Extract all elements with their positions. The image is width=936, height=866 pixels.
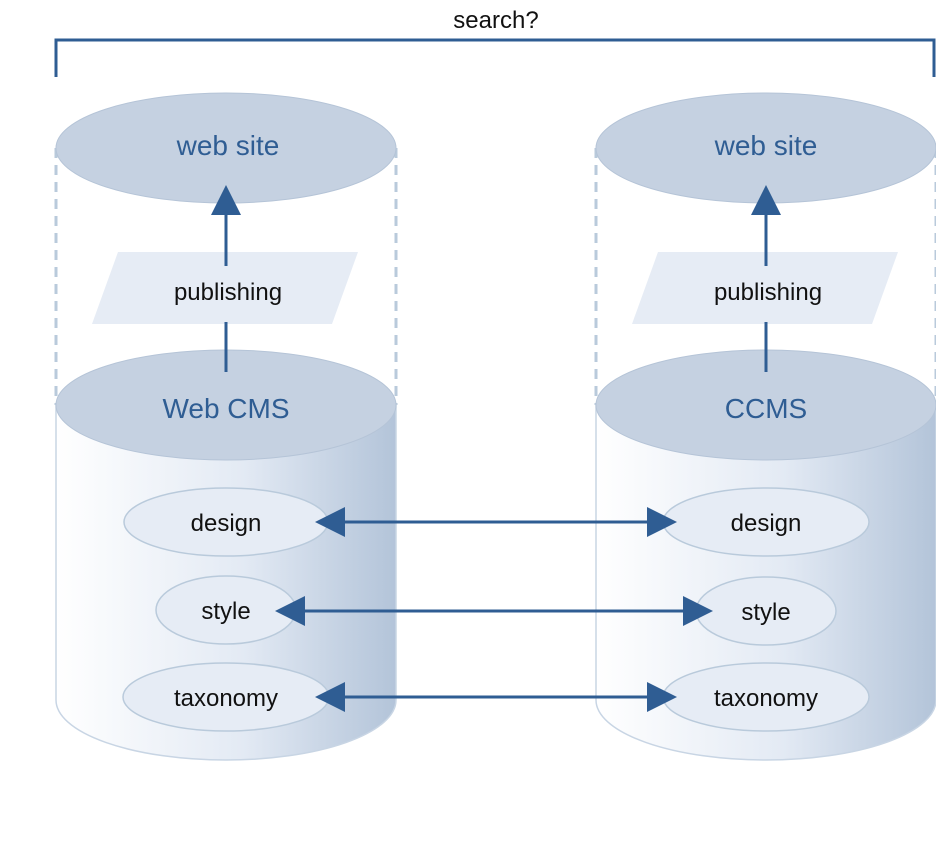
right-module-design: design	[731, 510, 802, 537]
left-website-label: web site	[176, 130, 280, 161]
left-module-style: style	[201, 598, 250, 625]
left-publishing-shape	[92, 252, 358, 324]
module-links	[275, 507, 713, 712]
left-publishing-label: publishing	[174, 279, 282, 306]
left-module-taxonomy: taxonomy	[174, 685, 278, 712]
left-stack	[54, 92, 398, 761]
right-module-style: style	[741, 599, 790, 626]
right-module-taxonomy: taxonomy	[714, 685, 818, 712]
search-bracket	[54, 38, 936, 77]
search-label: search?	[453, 7, 538, 34]
right-stack	[594, 92, 936, 761]
left-repository-label: Web CMS	[162, 393, 289, 424]
right-repository-label: CCMS	[725, 393, 807, 424]
right-publishing-shape	[632, 252, 898, 324]
right-website-label: web site	[714, 130, 818, 161]
right-publishing-label: publishing	[714, 279, 822, 306]
left-module-design: design	[191, 510, 262, 537]
